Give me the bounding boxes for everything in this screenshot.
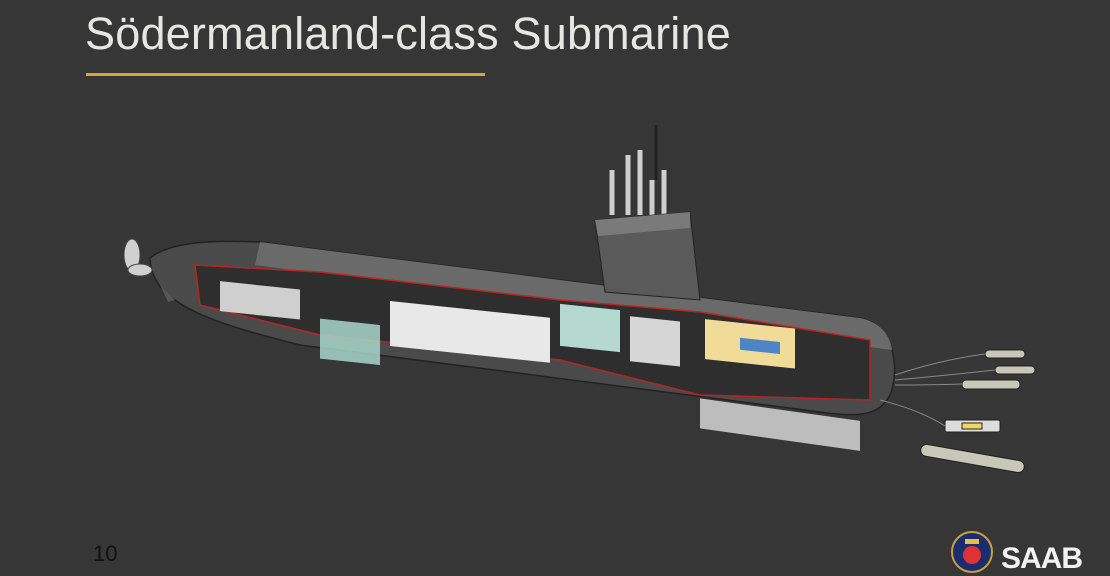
saab-logo: SAAB: [951, 528, 1083, 576]
masts: [609, 150, 667, 215]
title-underline: [86, 73, 485, 76]
submarine-cutaway-illustration: [123, 125, 1036, 474]
saab-emblem-icon: [951, 531, 993, 573]
saab-wordmark: SAAB: [1001, 542, 1083, 575]
propeller: [123, 238, 153, 277]
weapons: [920, 349, 1036, 474]
page-number: 10: [93, 541, 118, 566]
slide-title: Södermanland-class Submarine: [85, 8, 731, 59]
